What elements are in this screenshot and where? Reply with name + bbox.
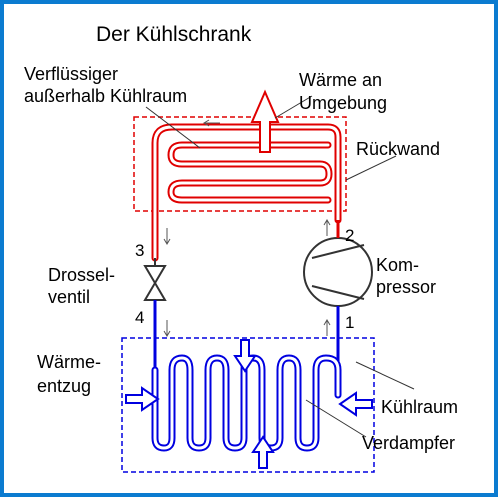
label-heat-in-1: Wärme- [37, 352, 101, 372]
label-cold-room: Kühlraum [381, 397, 458, 417]
point-number-4: 4 [135, 308, 144, 327]
heat-in-arrow-right [338, 391, 373, 417]
label-throttle-1: Drossel- [48, 265, 115, 285]
label-condenser-2: außerhalb Kühlraum [24, 86, 187, 106]
compressor-inner-lines [311, 244, 365, 300]
condenser-box [133, 116, 347, 212]
flow-arrow-to-condenser [323, 219, 331, 236]
label-heat-out-1: Wärme an [299, 70, 382, 90]
label-heat-out-2: Umgebung [299, 93, 387, 113]
leader-back-wall [345, 155, 397, 181]
flow-arrow-to-compressor [323, 319, 331, 336]
leader-evaporator [305, 399, 367, 438]
leader-condenser [145, 106, 201, 149]
flow-arrow-to-evaporator [163, 320, 171, 337]
label-condenser-1: Verflüssiger [24, 64, 118, 84]
evaporator-coil-white [153, 356, 340, 450]
label-compressor-1: Kom- [376, 255, 419, 275]
label-evaporator: Verdampfer [362, 433, 455, 453]
condenser-coil-inner-white [169, 143, 331, 202]
heat-in-arrow-left [125, 386, 160, 412]
condenser-coil-inner [167, 141, 333, 204]
leader-cold-room [355, 361, 415, 390]
label-back-wall: Rückwand [356, 139, 440, 159]
flow-arrow-condenser-top [203, 119, 220, 127]
heat-in-arrow-top [233, 339, 257, 373]
diagram-title: Der Kühlschrank [96, 23, 252, 46]
flow-arrow-to-throttle [163, 228, 171, 245]
throttle-valve-symbol [143, 265, 167, 301]
cold-room-box [121, 337, 375, 473]
label-compressor-2: pressor [376, 277, 436, 297]
label-heat-in-2: entzug [37, 376, 91, 396]
condenser-coil-white [153, 125, 340, 260]
point-number-1: 1 [345, 313, 354, 332]
point-number-2: 2 [345, 226, 354, 245]
heat-in-arrow-bottom [251, 435, 275, 469]
point-number-3: 3 [135, 241, 144, 260]
compressor-symbol [303, 237, 373, 307]
leader-heat-out [274, 95, 313, 119]
heat-out-arrow [250, 89, 280, 153]
label-throttle-2: ventil [48, 287, 90, 307]
